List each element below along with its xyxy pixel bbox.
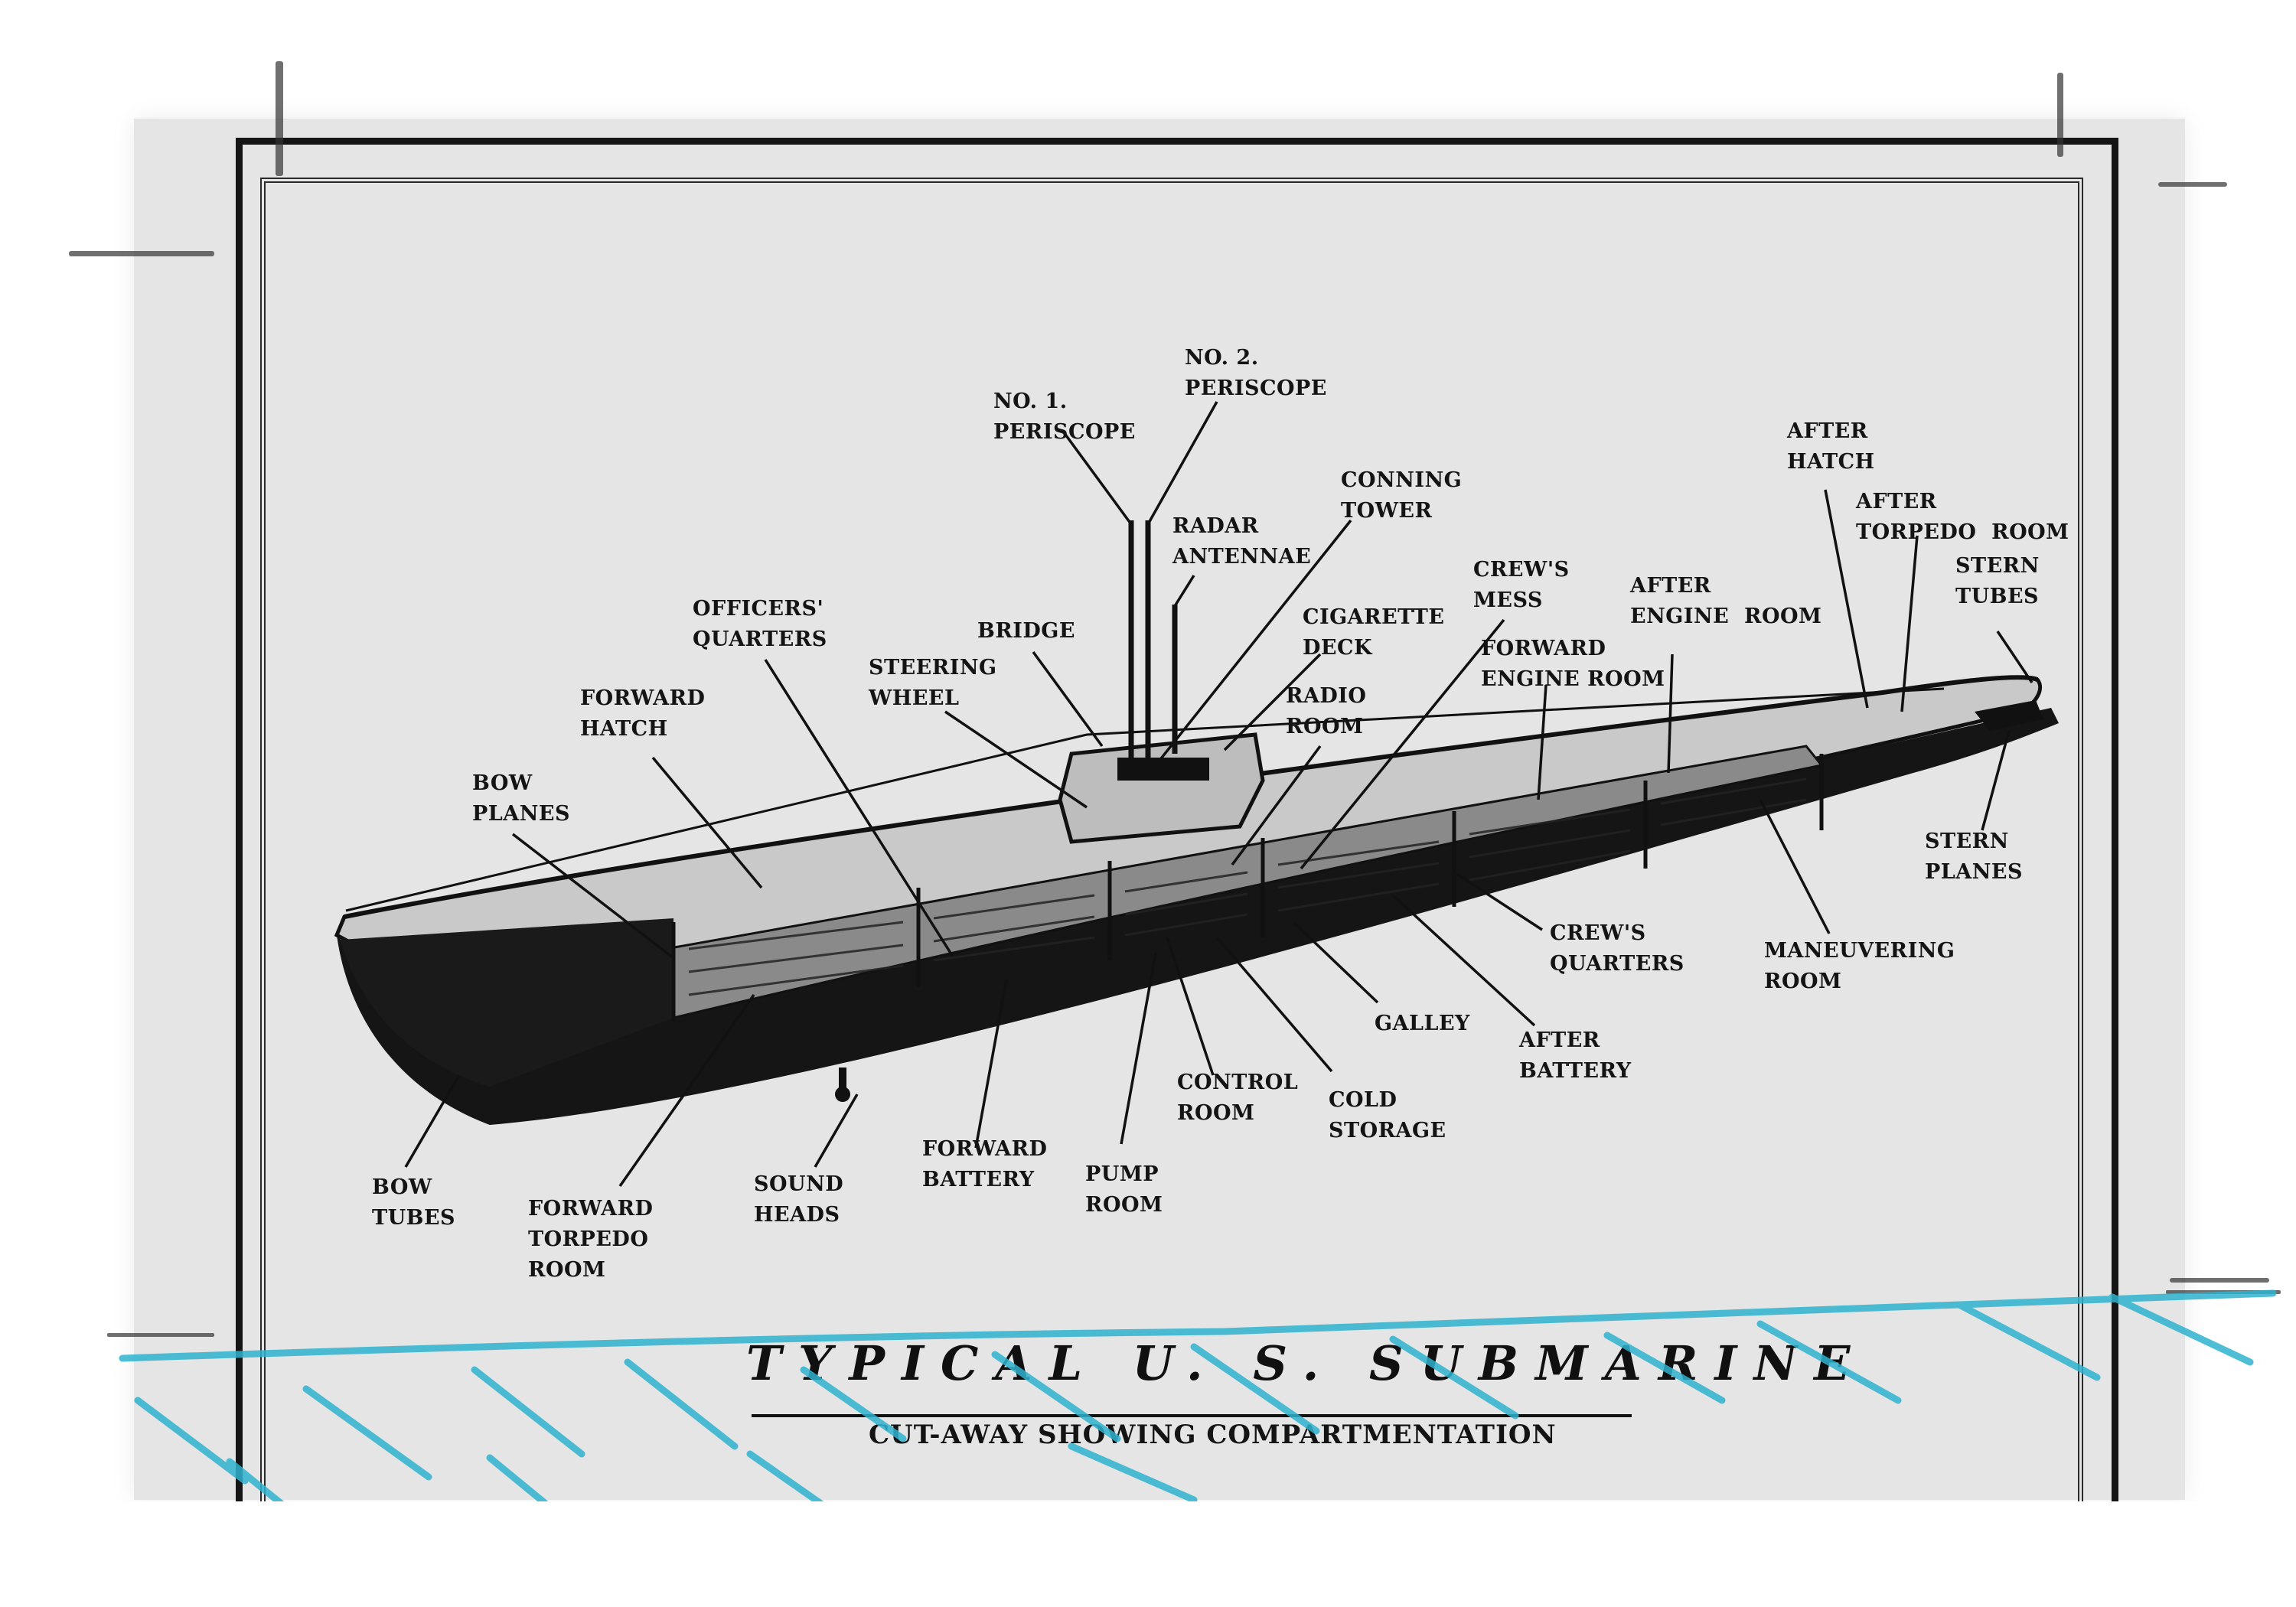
label-forward-battery: FORWARD BATTERY <box>922 1137 1048 1191</box>
label-radio-room: RADIO ROOM <box>1286 684 1367 738</box>
title-underline <box>752 1414 1632 1417</box>
label-after-torpedo-room: AFTER TORPEDO ROOM <box>1856 490 2069 544</box>
label-conning-tower: CONNING TOWER <box>1341 468 1463 523</box>
label-forward-torpedo-room: FORWARD TORPEDO ROOM <box>528 1197 654 1282</box>
label-crews-mess: CREW'S MESS <box>1473 558 1570 612</box>
antenna-wire <box>345 687 1945 912</box>
label-after-engine-room: AFTER ENGINE ROOM <box>1630 574 1822 628</box>
leader-lines <box>404 401 2033 1188</box>
page-margin <box>0 1501 2296 1607</box>
machinery <box>688 777 1807 996</box>
label-forward-engine-room: FORWARD ENGINE ROOM <box>1481 637 1665 691</box>
sound-heads <box>835 1068 850 1102</box>
label-no1-periscope: NO. 1. PERISCOPE <box>993 390 1136 444</box>
label-bridge: BRIDGE <box>977 619 1075 643</box>
hull-underside <box>337 708 2059 1125</box>
bow-section <box>341 918 673 1087</box>
label-bow-planes: BOW PLANES <box>472 771 570 826</box>
label-control-room: CONTROL ROOM <box>1177 1071 1299 1125</box>
sail-window <box>1117 758 1209 781</box>
label-no2-periscope: NO. 2. PERISCOPE <box>1185 346 1327 400</box>
label-after-battery: AFTER BATTERY <box>1519 1028 1632 1083</box>
masts <box>1128 520 1178 758</box>
label-stern-planes: STERN PLANES <box>1925 830 2023 884</box>
diagram-subtitle: CUT-AWAY SHOWING COMPARTMENTATION <box>869 1420 1557 1450</box>
label-stern-tubes: STERN TUBES <box>1955 554 2040 608</box>
label-cold-storage: COLD STORAGE <box>1329 1088 1446 1143</box>
label-maneuvering-room: MANEUVERING ROOM <box>1764 939 1955 993</box>
deck <box>344 675 2039 919</box>
label-officers-quarters: OFFICERS' QUARTERS <box>693 597 827 651</box>
label-forward-hatch: FORWARD HATCH <box>580 686 706 741</box>
label-pump-room: PUMP ROOM <box>1085 1162 1163 1217</box>
diagram-title: TYPICAL U. S. SUBMARINE <box>746 1335 1867 1391</box>
label-steering-wheel: STEERING WHEEL <box>869 656 997 710</box>
label-crews-quarters: CREW'S QUARTERS <box>1550 921 1684 976</box>
label-bow-tubes: BOW TUBES <box>372 1175 456 1230</box>
label-radar-antennae: RADAR ANTENNAE <box>1172 514 1312 569</box>
label-cigarette-deck: CIGARETTE DECK <box>1303 605 1445 660</box>
label-after-hatch: AFTER HATCH <box>1787 419 1875 474</box>
stern-planes <box>1975 700 2043 731</box>
label-galley: GALLEY <box>1375 1012 1470 1035</box>
label-sound-heads: SOUND HEADS <box>754 1172 844 1227</box>
conning-tower-sail <box>1058 732 1265 844</box>
